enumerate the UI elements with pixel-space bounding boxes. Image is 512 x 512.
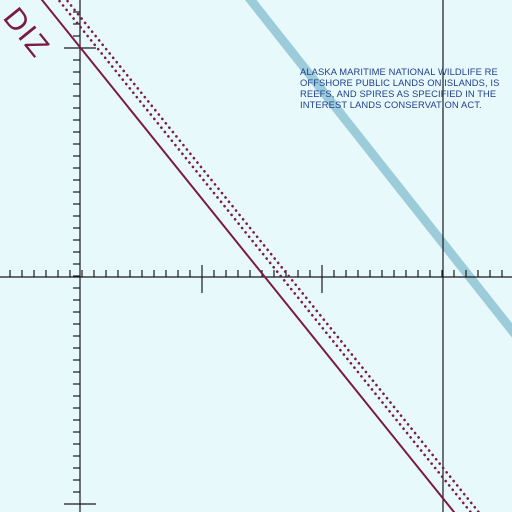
refuge-note-line-4: INTEREST LANDS CONSERVATION ACT. [300,99,482,110]
adiz-boundary [40,0,481,512]
refuge-note: ALASKA MARITIME NATIONAL WILDLIFE RE OFF… [300,66,512,110]
adiz-label: DIZ [0,2,56,65]
graticule-vertical-west [64,0,96,512]
refuge-note-line-3: REEFS, AND SPIRES AS SPECIFIED IN THE [300,88,497,99]
refuge-boundary-line [245,0,512,338]
refuge-note-line-1: ALASKA MARITIME NATIONAL WILDLIFE RE [300,66,498,77]
refuge-note-line-2: OFFSHORE PUBLIC LANDS ON ISLANDS, IS [300,77,500,88]
graticule-horizontal [0,265,512,293]
